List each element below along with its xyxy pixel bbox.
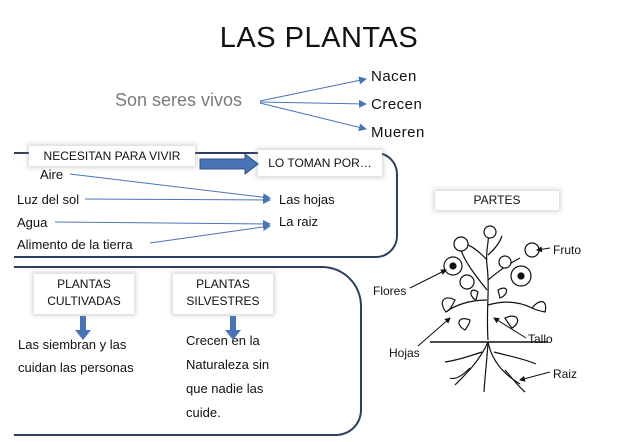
parts-header: PARTES — [435, 191, 559, 210]
wild-text-line: cuide. — [186, 405, 221, 420]
pointer-tallo — [493, 317, 527, 339]
wild-text-line: Naturaleza sin — [186, 357, 270, 372]
arrow-to-nacen — [259, 76, 367, 102]
pointer-fruto — [536, 246, 551, 253]
arrow-to-mueren — [259, 102, 367, 132]
pointer-hojas — [417, 317, 451, 347]
arrow-to-crecen — [259, 99, 367, 108]
label-tallo: Tallo — [528, 332, 553, 346]
cultivated-text-line: Las siembran y las — [18, 337, 127, 352]
take-header: LO TOMAN POR… — [258, 150, 382, 176]
wild-text-line: Crecen en la — [186, 333, 260, 348]
source-raiz: La raiz — [279, 214, 319, 229]
wild-header: PLANTAS SILVESTRES — [173, 274, 273, 314]
cultivated-header-line2: CULTIVADAS — [47, 294, 121, 308]
need-luz: Luz del sol — [17, 192, 80, 207]
page-title: LAS PLANTAS — [219, 22, 419, 54]
intro-item-nacen: Nacen — [371, 68, 417, 85]
cultivated-text: Las siembran y las cuidan las personas — [18, 333, 134, 379]
plant-illustration-icon — [430, 225, 548, 393]
label-flores: Flores — [373, 284, 407, 298]
pointer-raiz — [519, 371, 551, 382]
source-hojas: Las hojas — [279, 192, 335, 207]
need-aire: Aire — [40, 167, 64, 182]
need-alimento: Alimento de la tierra — [17, 237, 133, 252]
label-hojas: Hojas — [389, 346, 420, 360]
wild-text: Crecen en la Naturaleza sin que nadie la… — [186, 329, 269, 425]
intro-label: Son seres vivos — [115, 90, 243, 110]
cultivated-text-line: cuidan las personas — [18, 360, 134, 375]
intro-item-mueren: Mueren — [371, 124, 425, 141]
intro-item-crecen: Crecen — [371, 96, 423, 113]
pointer-flores — [409, 269, 447, 289]
wild-header-line1: PLANTAS — [196, 277, 250, 291]
label-fruto: Fruto — [553, 243, 582, 257]
label-raiz: Raiz — [553, 367, 578, 381]
wild-header-line2: SILVESTRES — [186, 294, 260, 308]
wild-text-line: que nadie las — [186, 381, 264, 396]
needs-header: NECESITAN PARA VIVIR — [29, 146, 195, 166]
cultivated-header-line1: PLANTAS — [57, 277, 111, 291]
need-agua: Agua — [17, 215, 48, 230]
types-box — [14, 266, 362, 436]
cultivated-header: PLANTAS CULTIVADAS — [34, 274, 134, 314]
